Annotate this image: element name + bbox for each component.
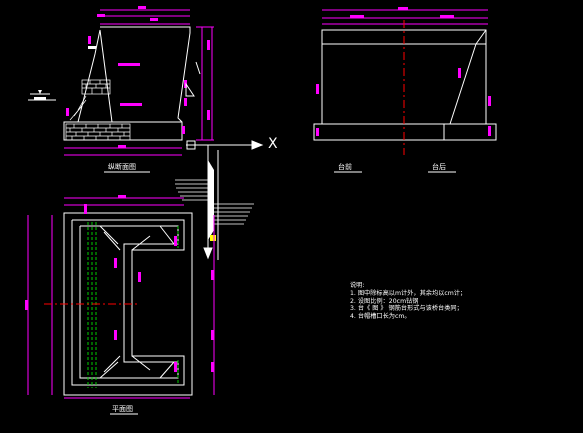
side-view [313, 7, 497, 155]
masonry-hatch [65, 79, 131, 141]
title-plan: 平面图 [112, 405, 133, 413]
note-item: 3. 台《 图 》 钢筋台形式与该桥台类同； [350, 305, 463, 313]
note-item: 2. 设图比例：20cm钻钢 [350, 297, 419, 305]
axis-label: X [268, 136, 278, 152]
notes-heading: 说明: [350, 282, 365, 289]
axis-arrow [175, 140, 264, 260]
note-item: 4. 台帽槽口长为cm。 [350, 313, 411, 321]
notes-block: 说明: 1. 图中除标高以m计外，其余均以cm计； 2. 设图比例：20cm钻钢… [350, 282, 466, 321]
title-underlines [104, 171, 456, 415]
plan-view [25, 195, 215, 399]
note-item: 1. 图中除标高以m计外，其余均以cm计； [350, 289, 467, 297]
front-section-view [28, 6, 214, 156]
title-side-left: 台前 [338, 163, 352, 171]
title-side-right: 台后 [432, 163, 446, 171]
title-front-section: 纵断面图 [108, 163, 136, 171]
